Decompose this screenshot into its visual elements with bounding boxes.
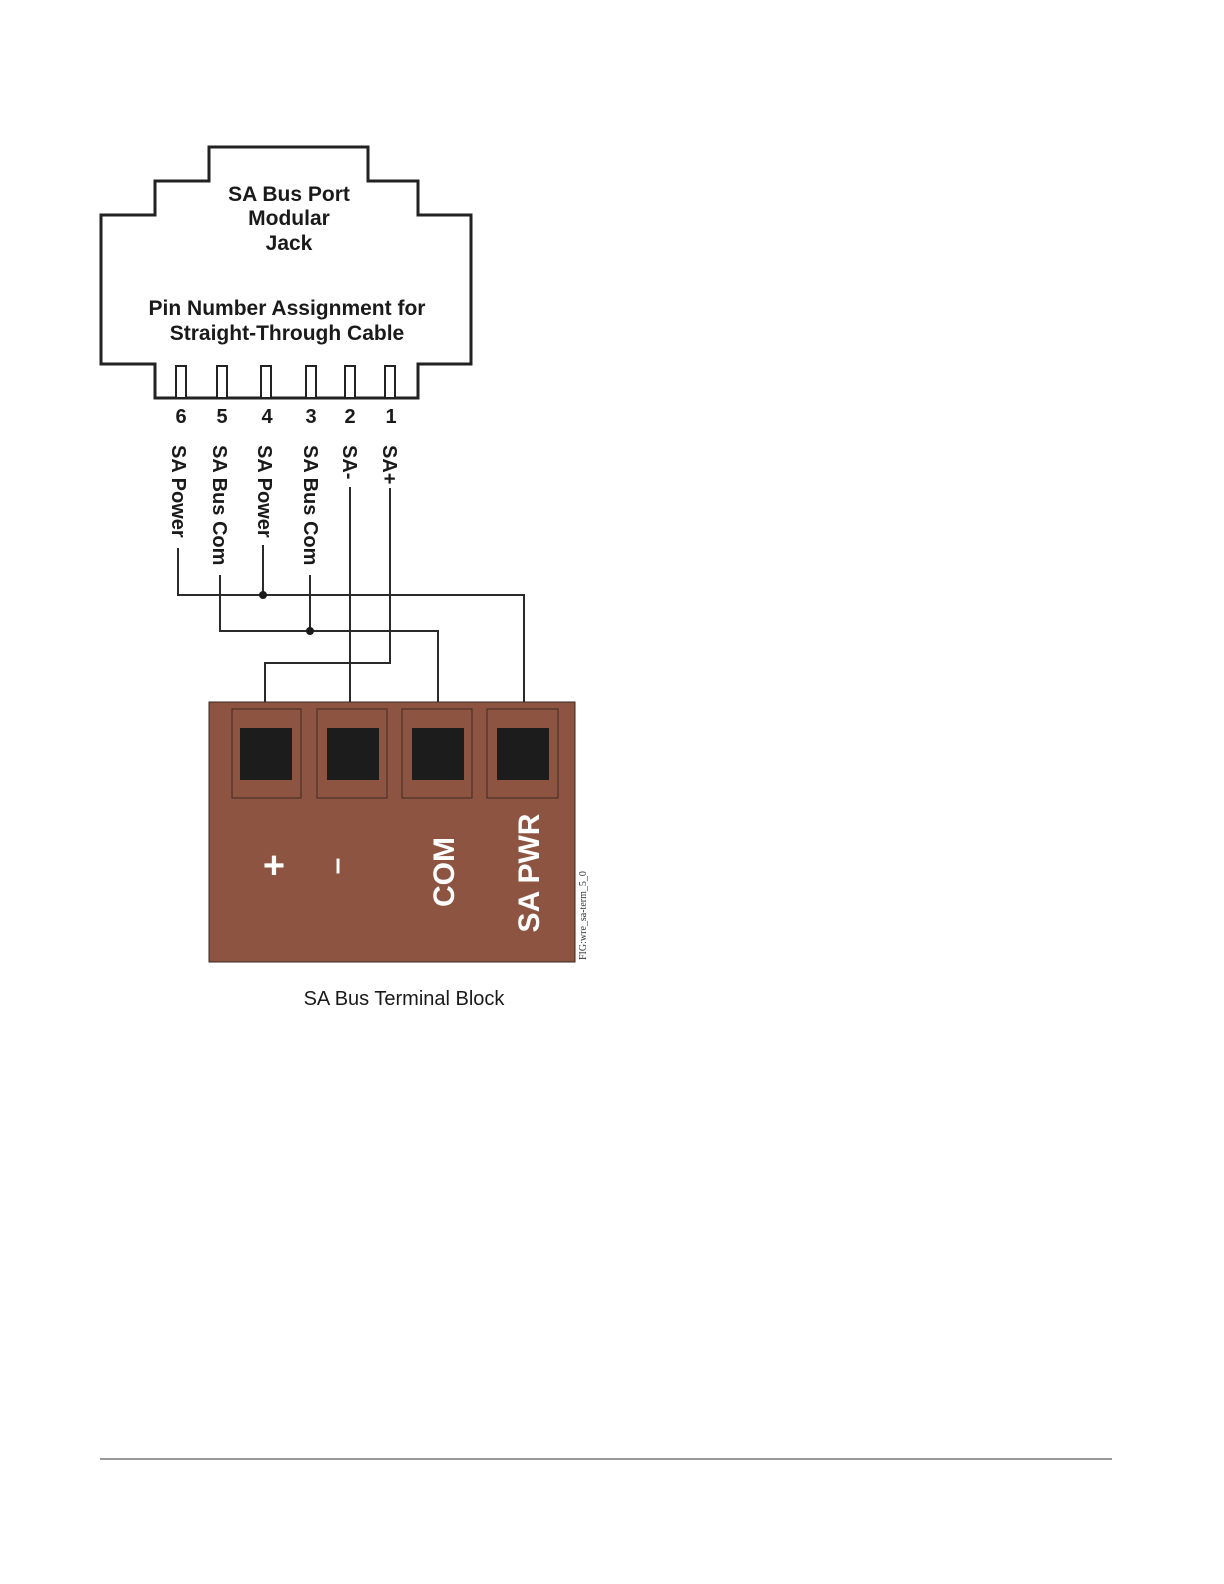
jack-title-line-3: Jack <box>266 232 313 255</box>
terminal-screw-com <box>412 728 464 780</box>
jack-subtitle-line-2: Straight-Through Cable <box>170 322 405 345</box>
jack-subtitle-line-1: Pin Number Assignment for <box>149 297 426 320</box>
pin-number-4: 4 <box>261 406 273 428</box>
pin-number-5: 5 <box>216 406 227 428</box>
pin-contact-6 <box>176 366 186 398</box>
terminal-label-minus: – <box>320 858 353 875</box>
pin-label-6: SA Power <box>167 445 189 538</box>
pin-label-5: SA Bus Com <box>208 445 230 565</box>
terminal-screw-minus <box>327 728 379 780</box>
wire-sa-plus <box>265 488 390 728</box>
terminal-screw-sa-pwr <box>497 728 549 780</box>
terminal-label-sa-pwr: SA PWR <box>513 813 546 932</box>
pin-label-2: SA- <box>338 445 360 479</box>
terminal-screw-plus <box>240 728 292 780</box>
pin-contact-4 <box>261 366 271 398</box>
figure-caption: SA Bus Terminal Block <box>304 988 506 1010</box>
terminal-label-com: COM <box>428 837 461 907</box>
pin-number-6: 6 <box>175 406 186 428</box>
pin-label-3: SA Bus Com <box>299 445 321 565</box>
junction-dot-com <box>306 627 314 635</box>
jack-title-line-1: SA Bus Port <box>228 183 350 206</box>
pin-label-4: SA Power <box>253 445 275 538</box>
figure-id: FIG:wre_sa-term_5_0 <box>578 871 589 960</box>
pin-label-1: SA+ <box>378 445 400 484</box>
pin-number-2: 2 <box>344 406 355 428</box>
pin-contact-1 <box>385 366 395 398</box>
terminal-label-plus: + <box>263 845 285 887</box>
jack-title-line-2: Modular <box>248 207 330 230</box>
pin-number-1: 1 <box>385 406 396 428</box>
pin-contact-2 <box>345 366 355 398</box>
junction-dot-power <box>259 591 267 599</box>
pin-contact-5 <box>217 366 227 398</box>
pin-number-3: 3 <box>305 406 316 428</box>
pin-contact-3 <box>306 366 316 398</box>
